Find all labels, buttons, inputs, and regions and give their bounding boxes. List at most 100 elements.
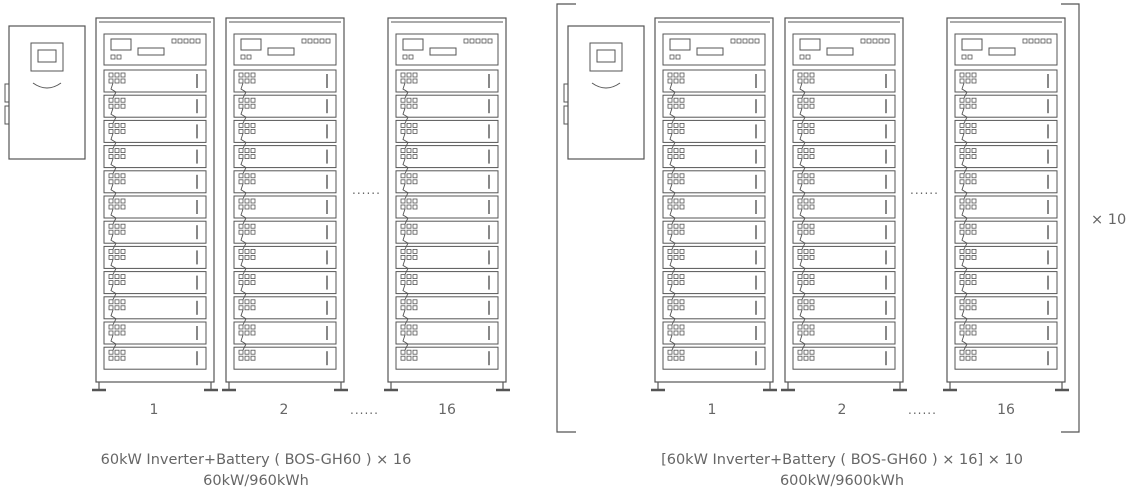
battery-terminal [120,355,126,361]
battery-terminal [250,223,256,229]
battery-terminal [108,254,114,260]
battery-cable [240,108,247,124]
battery-terminal [667,248,673,254]
battery-terminal [250,148,256,154]
battery-terminal [959,78,965,84]
battery-terminal [965,103,971,109]
battery-terminal [971,154,977,160]
battery-module [792,145,896,174]
battery-module-case [103,94,207,118]
battery-module-case [233,271,337,295]
battery-terminal [971,173,977,179]
battery-terminal [679,173,685,179]
battery-terminal [400,179,406,185]
battery-module-case [233,145,337,169]
battery-terminal [412,204,418,210]
battery-terminal [959,154,965,160]
battery-module-case [792,170,896,194]
battery-terminal [406,148,412,154]
battery-terminal [965,355,971,361]
battery-terminal [965,198,971,204]
battery-terminal [400,349,406,355]
battery-terminal [667,299,673,305]
battery-module-case [792,69,896,93]
battery-module-case [103,245,207,269]
right-rack-label-1: 1 [707,402,717,418]
battery-terminal [959,223,965,229]
battery-terminal [965,78,971,84]
battery-terminal [400,154,406,160]
battery-terminal [965,274,971,280]
battery-module-case [395,321,499,345]
battery-terminal [108,179,114,185]
battery-terminal [250,103,256,109]
battery-terminal [673,173,679,179]
battery-terminal [673,78,679,84]
battery-terminal [797,229,803,235]
control-led [319,38,325,44]
battery-terminal [114,229,120,235]
battery-terminal [412,173,418,179]
battery-terminal [238,274,244,280]
battery-terminal [959,97,965,103]
control-port-1 [799,54,805,60]
battery-cable [110,183,117,200]
battery-terminal [400,173,406,179]
battery-module [662,119,766,149]
battery-terminal [803,148,809,154]
battery-module [954,170,1058,200]
battery-terminal [114,154,120,160]
battery-terminal [959,72,965,78]
battery-module-case [792,220,896,244]
battery-terminal [120,198,126,204]
battery-terminal [959,123,965,128]
battery-terminal [673,299,679,305]
battery-terminal [244,148,250,154]
battery-terminal [114,254,120,260]
battery-terminal [797,123,803,128]
control-led [748,38,754,44]
battery-terminal [809,179,815,185]
battery-module-case [792,346,896,370]
battery-terminal [797,223,803,229]
battery-terminal [244,72,250,78]
battery-terminal [108,248,114,254]
battery-terminal [250,123,256,128]
battery-terminal [673,148,679,154]
battery-terminal [965,248,971,254]
battery-terminal [238,128,244,134]
battery-terminal [959,248,965,254]
battery-terminal [803,299,809,305]
battery-terminal [400,223,406,229]
battery-terminal [238,229,244,235]
battery-terminal [406,97,412,103]
battery-cable [110,158,117,174]
left-between-racks-dots: ...... [352,183,381,197]
battery-module-case [395,220,499,244]
battery-terminal [250,280,256,286]
battery-terminal [965,254,971,260]
battery-module [662,145,766,174]
battery-terminal [797,248,803,254]
battery-module [395,195,499,225]
battery-cable [110,133,117,149]
battery-cable [961,309,968,326]
battery-terminal [244,254,250,260]
battery-terminal [803,198,809,204]
battery-terminal [108,154,114,160]
battery-terminal [406,78,412,84]
control-led [325,38,331,44]
inverter-display-screen [596,49,616,63]
battery-terminal [400,248,406,254]
battery-terminal [412,248,418,254]
battery-terminal [114,248,120,254]
battery-terminal [673,254,679,260]
battery-terminal [803,330,809,336]
control-led [1046,38,1052,44]
battery-terminal [965,72,971,78]
battery-terminal [238,173,244,179]
battery-cable [669,309,676,326]
battery-terminal [971,198,977,204]
battery-module-case [954,195,1058,219]
battery-terminal [673,204,679,210]
